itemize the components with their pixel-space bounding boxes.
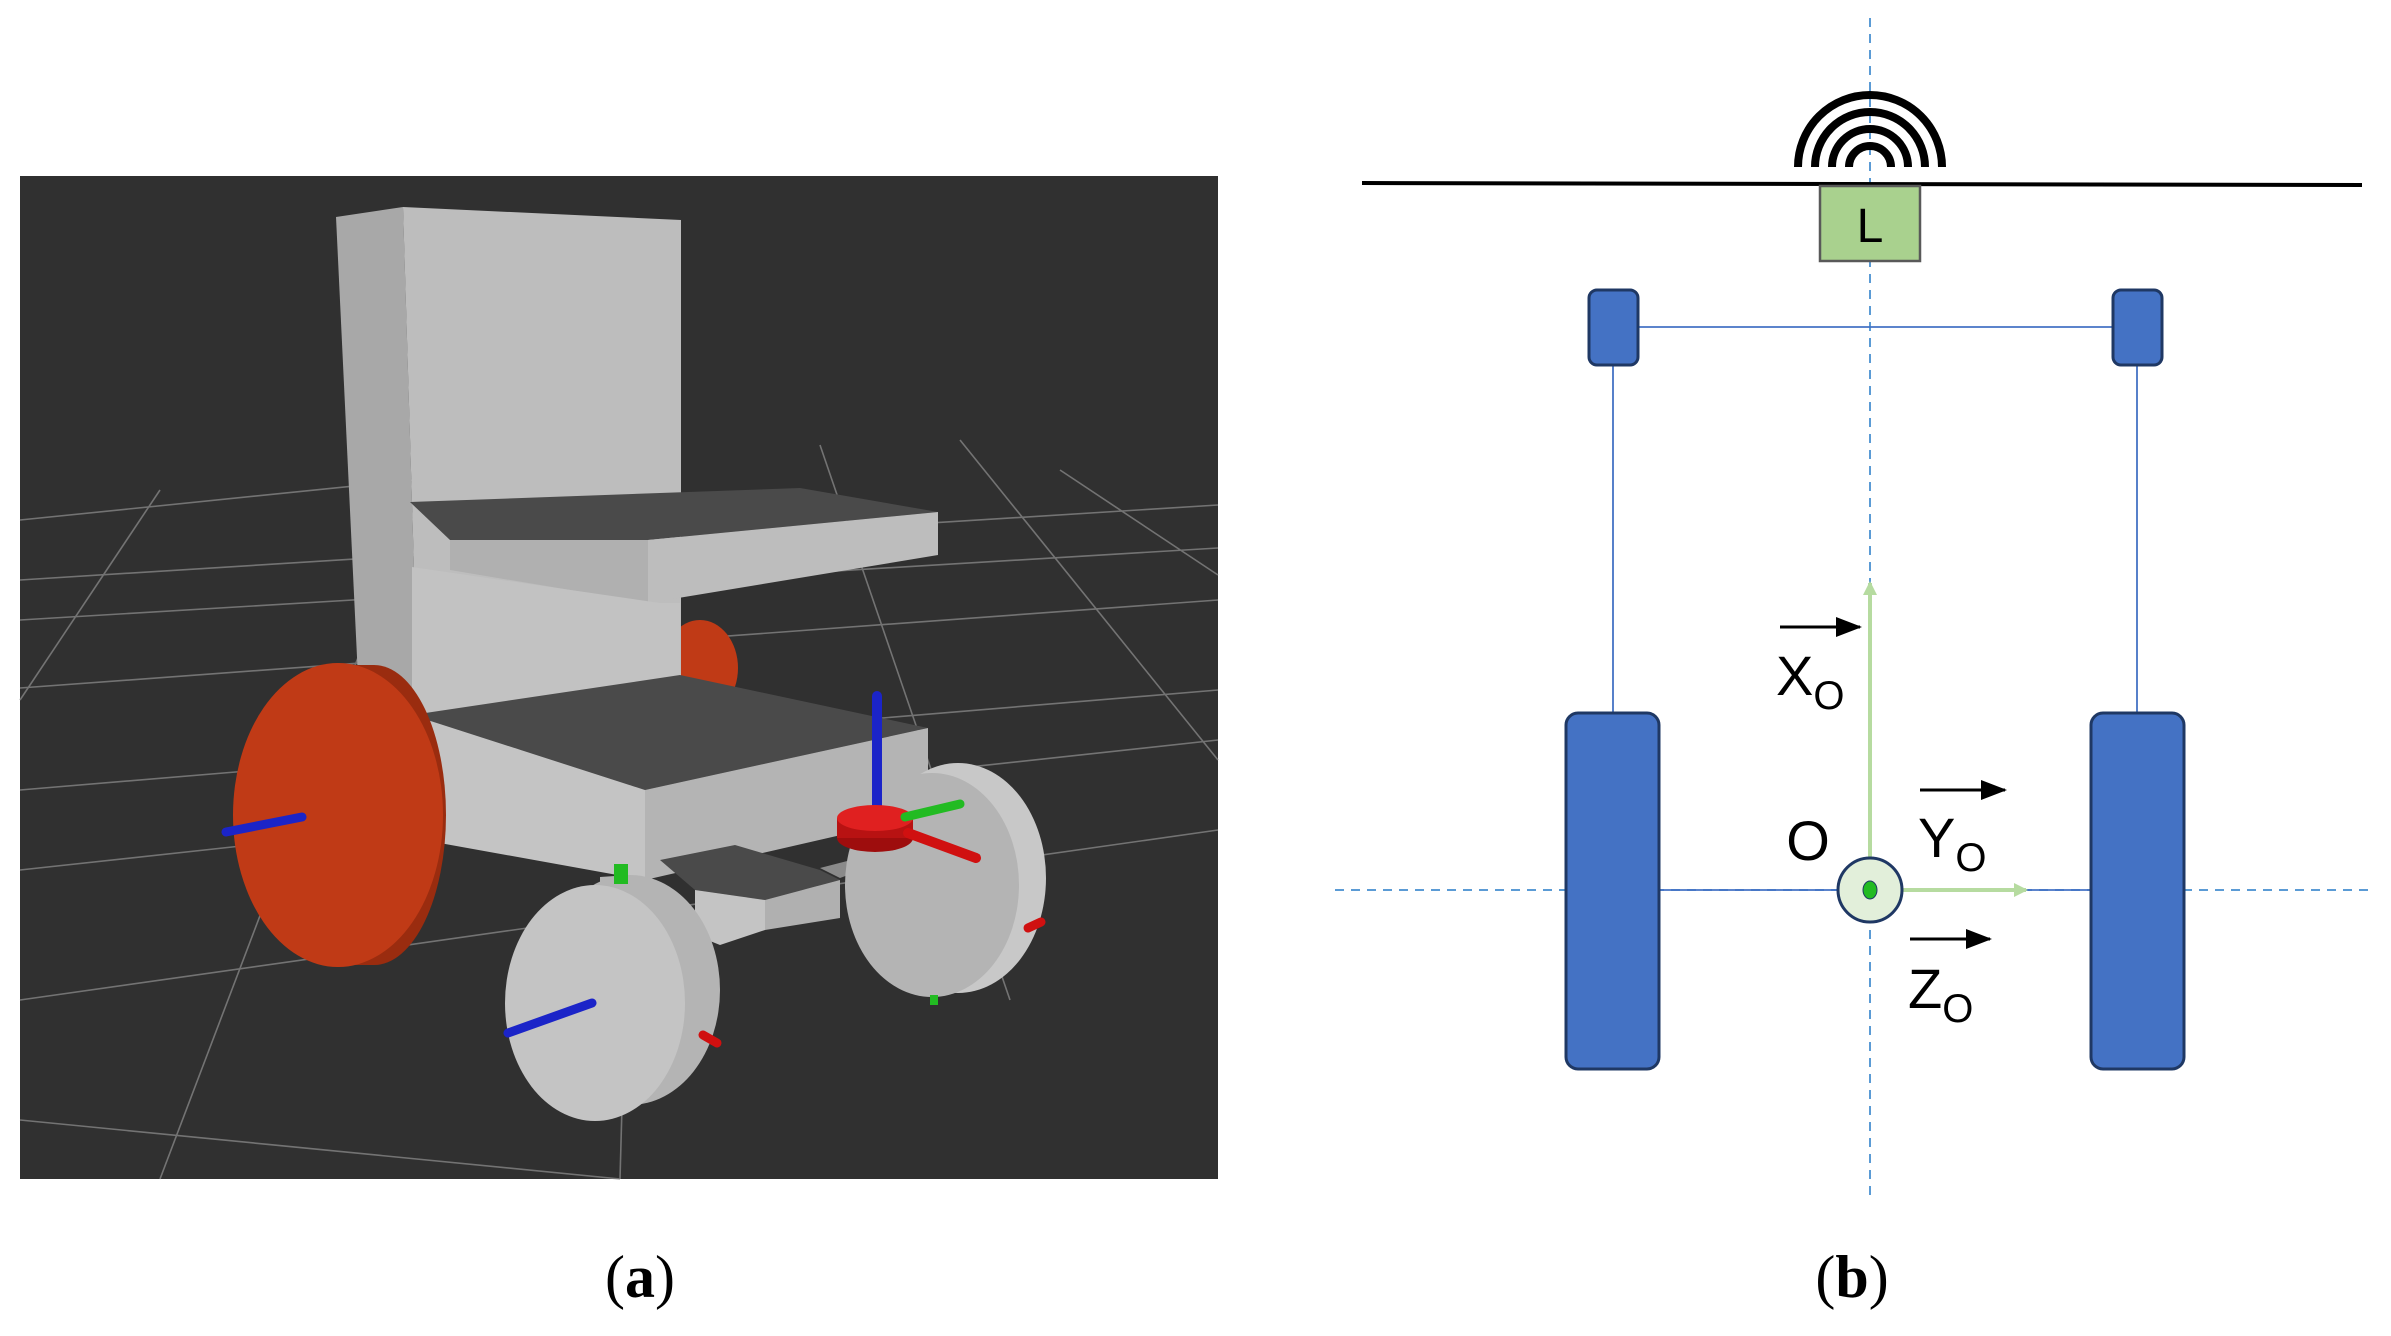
armrest: [410, 488, 938, 715]
front-caster-left: [1587, 288, 1640, 367]
wall-line: [1361, 181, 2363, 187]
lidar-box: [1818, 184, 1922, 263]
caption-b: (b): [1815, 1244, 1888, 1310]
caster-axle-blue: [503, 998, 597, 1038]
svg-text:ZO: ZO: [1908, 957, 1973, 1031]
y-axis-label: YO: [1918, 780, 2007, 880]
caster-pivot-frame: [837, 691, 981, 863]
origin-label: O: [1786, 809, 1830, 872]
drive-wheel-right-top: [2089, 711, 2186, 1071]
lidar-signal-icon: [1794, 91, 1946, 168]
drive-wheel-left-top: [1564, 711, 1661, 1071]
panel-b: L O XO YO: [1335, 18, 2372, 1310]
panel-a: (a): [19, 176, 1219, 1310]
footrest: [660, 845, 910, 945]
z-axis-label: ZO: [1908, 929, 1992, 1031]
drive-wheel-axle-blue: [221, 812, 307, 837]
x-axis-label: XO: [1776, 617, 1862, 718]
front-caster-right: [2111, 288, 2164, 367]
origin-dot: [1862, 880, 1878, 900]
lidar-label: L: [1857, 200, 1884, 253]
svg-text:XO: XO: [1776, 644, 1844, 718]
caption-a: (a): [605, 1244, 675, 1310]
chassis-frame: [1612, 326, 2138, 891]
svg-text:YO: YO: [1918, 806, 1986, 880]
seat: [412, 675, 928, 880]
drive-wheel-left: [233, 663, 446, 967]
